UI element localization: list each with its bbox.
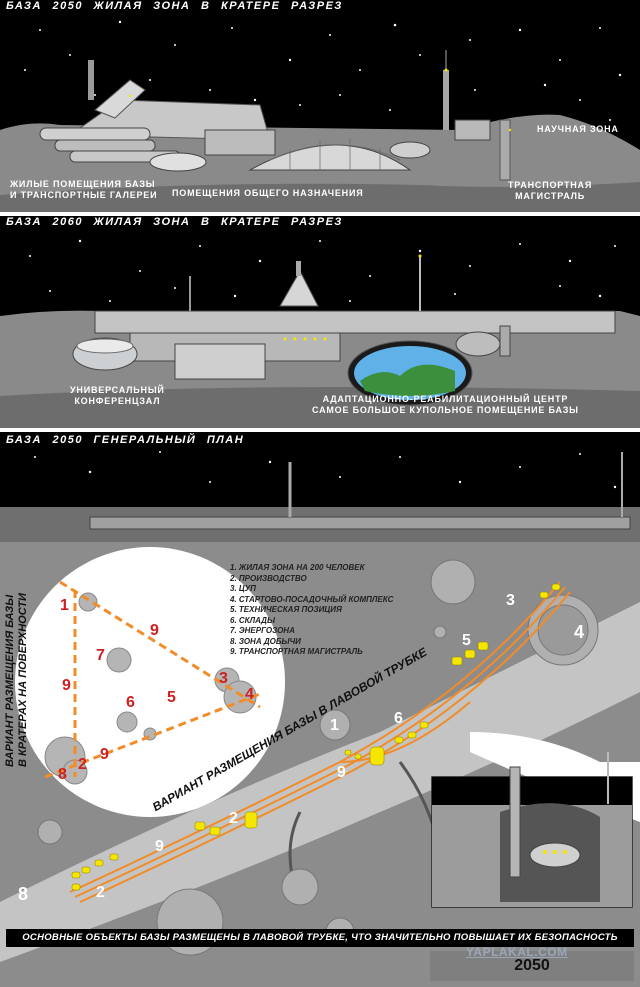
panel1-title: БАЗА 2050 ЖИЛАЯ ЗОНА В КРАТЕРЕ РАЗРЕЗ — [6, 0, 343, 12]
tube-routes — [69, 581, 571, 903]
label-living-line1: ЖИЛЫЕ ПОМЕЩЕНИЯ БАЗЫ — [10, 179, 156, 189]
panel2-illustration — [0, 216, 640, 428]
label-transport-line1: ТРАНСПОРТНАЯ — [508, 180, 593, 190]
crater-routes — [44, 580, 261, 779]
crater-variant-label: ВАРИАНТ РАЗМЕЩЕНИЯ БАЗЫ В КРАТЕРАХ НА ПО… — [4, 593, 30, 767]
tube-modules — [71, 583, 561, 891]
panel-base-2060-section: БАЗА 2060 ЖИЛАЯ ЗОНА В КРАТЕРЕ РАЗРЕЗ УН… — [0, 216, 640, 428]
plan-legend: 1. ЖИЛАЯ ЗОНА НА 200 ЧЕЛОВЕК 2. ПРОИЗВОД… — [230, 563, 393, 658]
legend-item-5: 5. ТЕХНИЧЕСКАЯ ПОЗИЦИЯ — [230, 605, 342, 614]
label-living-line2: И ТРАНСПОРТНЫЕ ГАЛЕРЕИ — [10, 190, 158, 200]
tube-number-6: 6 — [394, 710, 403, 727]
tube-number-8: 8 — [18, 884, 29, 904]
label-rehab-line1: АДАПТАЦИОННО-РЕАБИЛИТАЦИОННЫЙ ЦЕНТР — [322, 394, 569, 404]
legend-item-6: 6. СКЛАДЫ — [230, 615, 275, 625]
crater-number-3: 3 — [219, 670, 228, 687]
legend-item-9: 9. ТРАНСПОРТНАЯ МАГИСТРАЛЬ — [230, 647, 363, 656]
tube-number-5: 5 — [462, 632, 471, 649]
crater-variant-line2: В КРАТЕРАХ НА ПОВЕРХНОСТИ — [17, 593, 29, 767]
legend-item-2: 2. ПРОИЗВОДСТВО — [230, 573, 307, 583]
tube-number-3: 3 — [506, 592, 515, 609]
tube-number-2b: 2 — [96, 884, 105, 901]
label-rehab-line2: САМОЕ БОЛЬШОЕ КУПОЛЬНОЕ ПОМЕЩЕНИЕ БАЗЫ — [312, 405, 579, 415]
panel2-title: БАЗА 2060 ЖИЛАЯ ЗОНА В КРАТЕРЕ РАЗРЕЗ — [6, 216, 343, 228]
label-rehab-center: АДАПТАЦИОННО-РЕАБИЛИТАЦИОННЫЙ ЦЕНТР САМО… — [312, 394, 579, 416]
panel3-title: БАЗА 2050 ГЕНЕРАЛЬНЫЙ ПЛАН — [6, 434, 245, 446]
label-transport-main: ТРАНСПОРТНАЯ МАГИСТРАЛЬ — [508, 180, 592, 202]
legend-item-8: 8. ЗОНА ДОБЫЧИ — [230, 636, 301, 646]
crater-number-1: 1 — [60, 597, 69, 614]
tube-number-1: 1 — [330, 717, 339, 734]
legend-item-7: 7. ЭНЕРГОЗОНА — [230, 626, 295, 635]
crater-number-4: 4 — [245, 686, 254, 703]
crater-number-9a: 9 — [150, 622, 159, 639]
bottom-banner: ОСНОВНЫЕ ОБЪЕКТЫ БАЗЫ РАЗМЕЩЕНЫ В ЛАВОВО… — [6, 929, 634, 947]
crater-variant-line1: ВАРИАНТ РАЗМЕЩЕНИЯ БАЗЫ — [4, 594, 16, 767]
crater-number-5: 5 — [167, 689, 176, 706]
panel-base-2050-section: БАЗА 2050 ЖИЛАЯ ЗОНА В КРАТЕРЕ РАЗРЕЗ ЖИ… — [0, 0, 640, 212]
label-conf-line1: УНИВЕРСАЛЬНЫЙ — [70, 385, 165, 395]
stars — [24, 20, 622, 121]
crater-number-7: 7 — [96, 647, 105, 664]
tube-number-2: 2 — [229, 810, 238, 827]
crater-number-6: 6 — [126, 694, 135, 711]
stars — [34, 451, 617, 489]
legend-item-3: 3. ЦУП — [230, 584, 256, 593]
label-science-zone: НАУЧНАЯ ЗОНА — [537, 124, 619, 134]
stars — [29, 239, 616, 302]
panel3-illustration — [0, 432, 640, 987]
label-conference-hall: УНИВЕРСАЛЬНЫЙ КОНФЕРЕНЦЗАЛ — [70, 385, 165, 407]
legend-item-4: 4. СТАРТОВО-ПОСАДОЧНЫЙ КОМПЛЕКС — [230, 594, 394, 604]
panel1-illustration — [0, 0, 640, 212]
crater-number-9c: 9 — [100, 746, 109, 763]
label-common-rooms: ПОМЕЩЕНИЯ ОБЩЕГО НАЗНАЧЕНИЯ — [172, 188, 364, 198]
crater-number-8: 8 — [58, 766, 67, 783]
label-living-quarters: ЖИЛЫЕ ПОМЕЩЕНИЯ БАЗЫ И ТРАНСПОРТНЫЕ ГАЛЕ… — [10, 179, 157, 201]
crater-number-2: 2 — [78, 756, 87, 773]
legend-item-1: 1. ЖИЛАЯ ЗОНА НА 200 ЧЕЛОВЕК — [230, 563, 365, 572]
tube-number-9a: 9 — [337, 764, 346, 781]
tube-number-4: 4 — [574, 622, 585, 642]
panel-general-plan: БАЗА 2050 ГЕНЕРАЛЬНЫЙ ПЛАН 1. ЖИЛАЯ ЗОНА… — [0, 432, 640, 987]
year-box: 2050 — [430, 951, 634, 981]
label-conf-line2: КОНФЕРЕНЦЗАЛ — [74, 396, 161, 406]
tube-number-9b: 9 — [155, 838, 164, 855]
label-transport-line2: МАГИСТРАЛЬ — [515, 191, 586, 201]
crater-number-9b: 9 — [62, 677, 71, 694]
watermark: YAPLAKAL.COM — [466, 945, 568, 959]
